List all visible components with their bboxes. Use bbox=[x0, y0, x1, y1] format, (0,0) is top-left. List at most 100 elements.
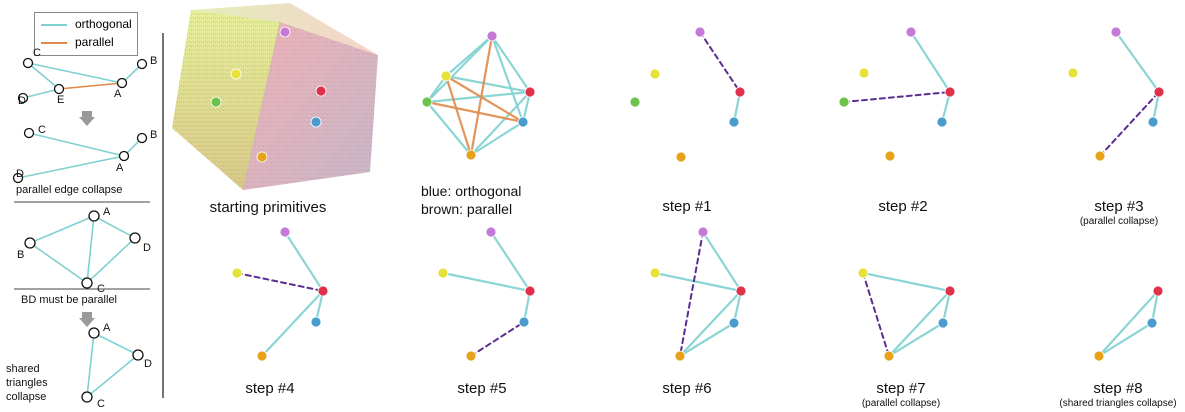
step6-node-orange bbox=[674, 350, 686, 362]
step3-node-blue bbox=[1147, 116, 1159, 128]
d2-label-d: D bbox=[16, 168, 24, 180]
caption-step-3: step #3 bbox=[1094, 198, 1144, 215]
step2-node-green bbox=[838, 96, 850, 108]
caption-step-1: step #1 bbox=[662, 198, 712, 215]
step5-edge-yellow-red bbox=[441, 271, 532, 293]
cube-node-red bbox=[315, 85, 327, 97]
d3-label-b: B bbox=[17, 249, 25, 261]
graph-edge-purple-red bbox=[490, 34, 532, 94]
graph-node-yellow bbox=[440, 70, 452, 82]
step1-node-purple bbox=[694, 26, 706, 38]
caption-step-5: step #5 bbox=[457, 380, 507, 397]
d4-label-a: A bbox=[103, 322, 111, 334]
side-vertex-circles bbox=[12, 57, 148, 403]
step3-node-purple bbox=[1110, 26, 1122, 38]
step8-edge-orange-red bbox=[1097, 289, 1160, 358]
step5-node-red bbox=[524, 285, 536, 297]
d1-label-d: D bbox=[18, 95, 26, 107]
d1-label-c: C bbox=[33, 47, 41, 59]
step5-node-yellow bbox=[437, 267, 449, 279]
step2-node-purple bbox=[905, 26, 917, 38]
step6-edge-yellow-red bbox=[653, 271, 743, 293]
step3-edge-purple-red bbox=[1114, 30, 1161, 94]
d1-label-a: A bbox=[114, 88, 122, 100]
cube-node-green bbox=[210, 96, 222, 108]
step5-node-orange bbox=[465, 350, 477, 362]
graph-edge-yellow-red bbox=[444, 74, 532, 94]
step1-edge-purple-red bbox=[699, 31, 741, 93]
cube-node-yellow bbox=[230, 68, 242, 80]
step6-edge-red-blue bbox=[732, 289, 743, 325]
graph-edge-green-orange bbox=[425, 100, 473, 157]
legend-parallel: parallel bbox=[41, 35, 114, 49]
caption-step-7: step #7 bbox=[876, 380, 926, 397]
step4-edge-yellow-red bbox=[236, 272, 324, 292]
step1-node-red bbox=[734, 86, 746, 98]
step2-node-blue bbox=[936, 116, 948, 128]
step3-node-orange bbox=[1094, 150, 1106, 162]
step2-edge-green-red bbox=[843, 91, 951, 103]
step4-node-orange bbox=[256, 350, 268, 362]
cube-node-blue bbox=[310, 116, 322, 128]
d3-label-a: A bbox=[103, 206, 111, 218]
step3-node-red bbox=[1153, 86, 1165, 98]
step1-node-yellow bbox=[649, 68, 661, 80]
step5-edge-orange-blue bbox=[470, 321, 525, 357]
d1-label-b: B bbox=[150, 55, 158, 67]
caption-parallel-edge-collapse: parallel edge collapse bbox=[16, 184, 123, 196]
graph-node-red bbox=[524, 86, 536, 98]
d4-label-d: D bbox=[144, 358, 152, 370]
graph-edge-purple-green bbox=[425, 34, 494, 104]
step4-node-red bbox=[317, 285, 329, 297]
step4-node-yellow bbox=[231, 267, 243, 279]
graph-edge-yellow-orange bbox=[444, 74, 473, 157]
graph-edge-green-blue bbox=[425, 100, 525, 124]
d1-label-e: E bbox=[57, 94, 65, 106]
collapse-arrow-2 bbox=[79, 318, 95, 327]
step7-node-blue bbox=[937, 317, 949, 329]
step7-edge-red-blue bbox=[941, 289, 952, 325]
caption-step-6: step #6 bbox=[662, 380, 712, 397]
step7-edge-yellow-orange bbox=[862, 272, 890, 357]
step6-node-purple bbox=[697, 226, 709, 238]
graph-node-blue bbox=[517, 116, 529, 128]
caption-collapse: collapse bbox=[6, 391, 47, 403]
step7-edge-orange-red bbox=[887, 289, 952, 358]
step8-node-blue bbox=[1146, 317, 1158, 329]
d3-label-d: D bbox=[143, 242, 151, 254]
d2-label-b: B bbox=[150, 129, 158, 141]
graph-edge-orange-blue bbox=[469, 120, 525, 157]
d3-label-c: C bbox=[97, 283, 105, 295]
step4-edge-orange-red bbox=[260, 289, 325, 358]
caption-step-4: step #4 bbox=[245, 380, 295, 397]
caption-step-2: step #2 bbox=[878, 198, 928, 215]
step8-node-red bbox=[1152, 285, 1164, 297]
step6-node-red bbox=[735, 285, 747, 297]
graph-node-green bbox=[421, 96, 433, 108]
step7-edge-orange-blue bbox=[887, 321, 945, 358]
step3-edge-orange-red bbox=[1099, 91, 1160, 157]
cube-node-purple bbox=[279, 26, 291, 38]
step4-edge-purple-red bbox=[283, 230, 325, 293]
step6-edge-purple-orange bbox=[679, 231, 704, 357]
parallel-swatch bbox=[41, 41, 67, 44]
d4-label-c: C bbox=[97, 398, 105, 410]
step6-edge-orange-blue bbox=[678, 321, 736, 358]
orthogonal-swatch bbox=[41, 23, 67, 26]
d2-label-a: A bbox=[116, 162, 124, 174]
step7-edge-yellow-red bbox=[861, 271, 952, 293]
step6-edge-orange-red bbox=[678, 289, 743, 358]
caption-bd-parallel: BD must be parallel bbox=[21, 294, 117, 306]
legend-orthogonal: orthogonal bbox=[41, 17, 132, 31]
step7-node-yellow bbox=[857, 267, 869, 279]
graph-node-purple bbox=[486, 30, 498, 42]
step8-edge-orange-blue bbox=[1097, 321, 1154, 358]
note-step-8: (shared triangles collapse) bbox=[1059, 398, 1177, 409]
d2-label-c: C bbox=[38, 124, 46, 136]
graph-edge-purple-orange bbox=[469, 34, 494, 157]
step2-node-yellow bbox=[858, 67, 870, 79]
note-step-7: (parallel collapse) bbox=[861, 398, 941, 409]
side-diagram-4 bbox=[86, 332, 139, 398]
step6-node-yellow bbox=[649, 267, 661, 279]
